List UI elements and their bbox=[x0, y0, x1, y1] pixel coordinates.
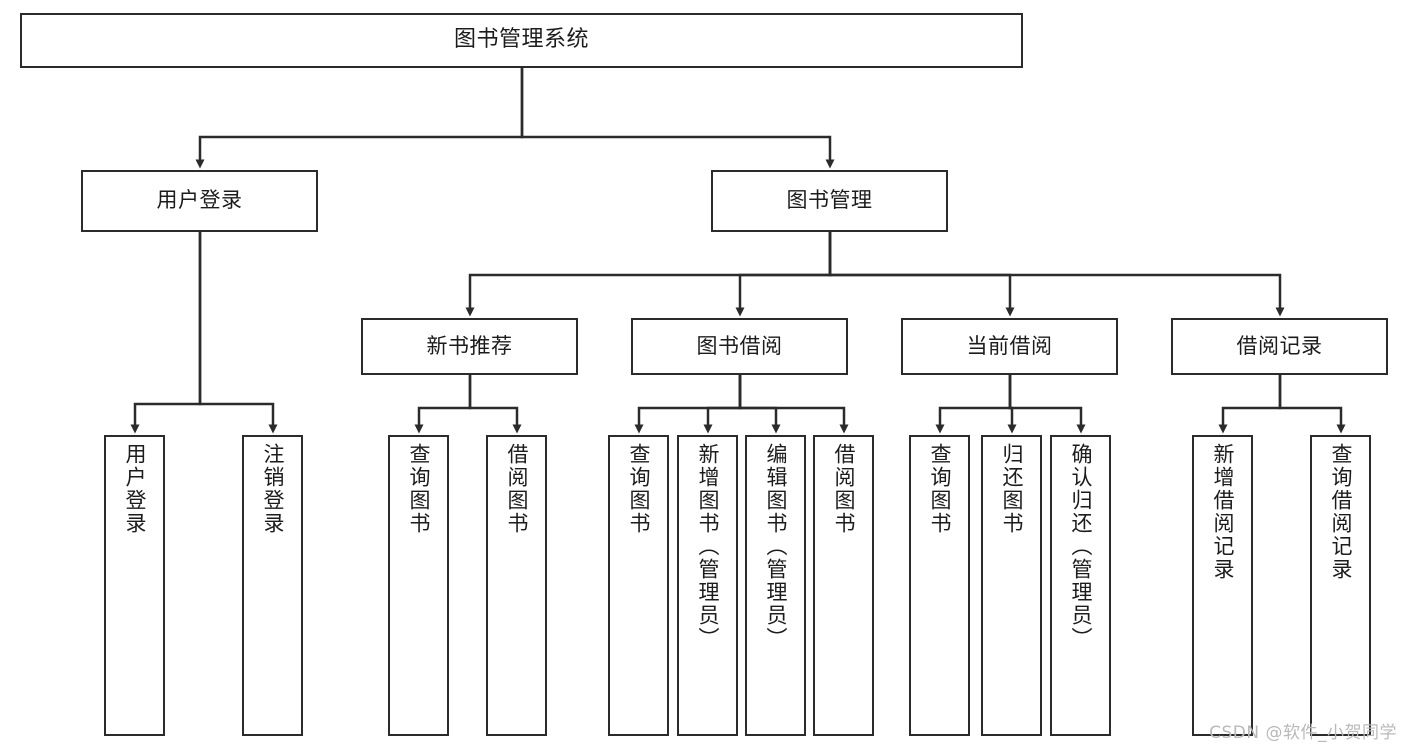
node-leaf-5[interactable]: 查询图书 bbox=[608, 435, 669, 736]
connector-borrowbook-to-leaf-5 bbox=[634, 375, 742, 434]
node-leaf-2[interactable]: 注销登录 bbox=[242, 435, 303, 736]
node-label: 查询借阅记录 bbox=[1329, 443, 1353, 581]
node-label: 新增借阅记录 bbox=[1211, 443, 1235, 581]
node-leaf-3[interactable]: 查询图书 bbox=[388, 435, 449, 736]
connector-bookmgmt-to-records bbox=[828, 232, 1285, 317]
node-label: 新增图书（管理员） bbox=[696, 443, 720, 650]
connector-records-to-leaf-13 bbox=[1278, 375, 1346, 434]
node-label: 注销登录 bbox=[261, 443, 285, 535]
node-label: 查询图书 bbox=[407, 443, 431, 535]
node-borrowbook[interactable]: 图书借阅 bbox=[631, 318, 848, 375]
node-leaf-7[interactable]: 编辑图书（管理员） bbox=[745, 435, 806, 736]
connector-bookmgmt-to-newbook bbox=[465, 232, 832, 317]
node-leaf-4[interactable]: 借阅图书 bbox=[486, 435, 547, 736]
node-bookmgmt[interactable]: 图书管理 bbox=[711, 170, 948, 232]
connector-borrowbook-to-leaf-7 bbox=[738, 375, 781, 434]
connector-root-to-bookmgmt bbox=[520, 68, 835, 169]
node-leaf-11[interactable]: 确认归还（管理员） bbox=[1050, 435, 1111, 736]
node-leaf-12[interactable]: 新增借阅记录 bbox=[1192, 435, 1253, 736]
connector-current-to-leaf-9 bbox=[935, 375, 1012, 434]
node-leaf-13[interactable]: 查询借阅记录 bbox=[1310, 435, 1371, 736]
node-label: 图书管理 bbox=[786, 188, 873, 213]
node-label: 查询图书 bbox=[928, 443, 952, 535]
node-label: 新书推荐 bbox=[426, 333, 513, 358]
connector-records-to-leaf-12 bbox=[1218, 375, 1282, 434]
connector-current-to-leaf-10 bbox=[1007, 375, 1017, 434]
connector-login-to-leaf-1 bbox=[130, 232, 202, 434]
connector-current-to-leaf-11 bbox=[1008, 375, 1086, 434]
node-label: 归还图书 bbox=[1000, 443, 1024, 535]
node-records[interactable]: 借阅记录 bbox=[1171, 318, 1388, 375]
connector-borrowbook-to-leaf-6 bbox=[703, 375, 742, 434]
node-newbook[interactable]: 新书推荐 bbox=[361, 318, 578, 375]
node-label: 确认归还（管理员） bbox=[1069, 443, 1093, 650]
connector-newbook-to-leaf-4 bbox=[468, 375, 522, 434]
node-label: 用户登录 bbox=[156, 188, 243, 213]
node-root[interactable]: 图书管理系统 bbox=[20, 13, 1023, 68]
node-label: 借阅图书 bbox=[505, 443, 529, 535]
node-leaf-1[interactable]: 用户登录 bbox=[104, 435, 165, 736]
node-label: 查询图书 bbox=[627, 443, 651, 535]
connector-borrowbook-to-leaf-8 bbox=[738, 375, 849, 434]
node-leaf-10[interactable]: 归还图书 bbox=[981, 435, 1042, 736]
connector-login-to-leaf-2 bbox=[198, 232, 278, 434]
node-leaf-9[interactable]: 查询图书 bbox=[909, 435, 970, 736]
node-label: 编辑图书（管理员） bbox=[764, 443, 788, 650]
node-label: 图书管理系统 bbox=[453, 27, 589, 53]
connector-bookmgmt-to-borrowbook bbox=[735, 232, 832, 317]
node-current[interactable]: 当前借阅 bbox=[901, 318, 1118, 375]
connector-bookmgmt-to-current bbox=[828, 232, 1015, 317]
node-label: 借阅记录 bbox=[1236, 333, 1323, 358]
node-label: 借阅图书 bbox=[832, 443, 856, 535]
node-label: 用户登录 bbox=[123, 443, 147, 535]
node-label: 当前借阅 bbox=[966, 333, 1053, 358]
node-leaf-8[interactable]: 借阅图书 bbox=[813, 435, 874, 736]
node-label: 图书借阅 bbox=[696, 333, 783, 358]
connector-newbook-to-leaf-3 bbox=[414, 375, 472, 434]
connector-root-to-login bbox=[195, 68, 524, 169]
node-login[interactable]: 用户登录 bbox=[81, 170, 318, 232]
node-leaf-6[interactable]: 新增图书（管理员） bbox=[677, 435, 738, 736]
